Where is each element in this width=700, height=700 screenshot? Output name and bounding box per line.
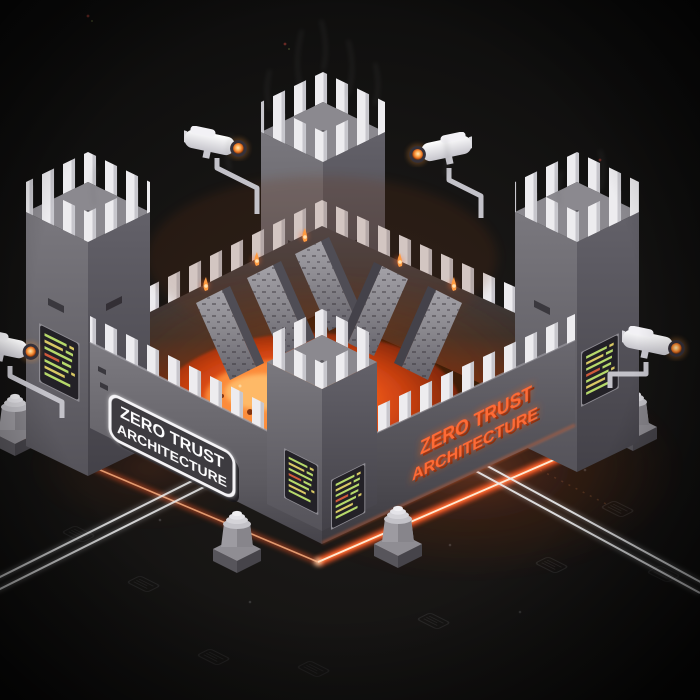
zero-trust-illustration: ZERO TRUST ARCHITECTURE ZERO TRUST ARCHI… [0,0,700,700]
vignette [0,0,700,700]
scene-canvas: ZERO TRUST ARCHITECTURE ZERO TRUST ARCHI… [0,0,700,700]
